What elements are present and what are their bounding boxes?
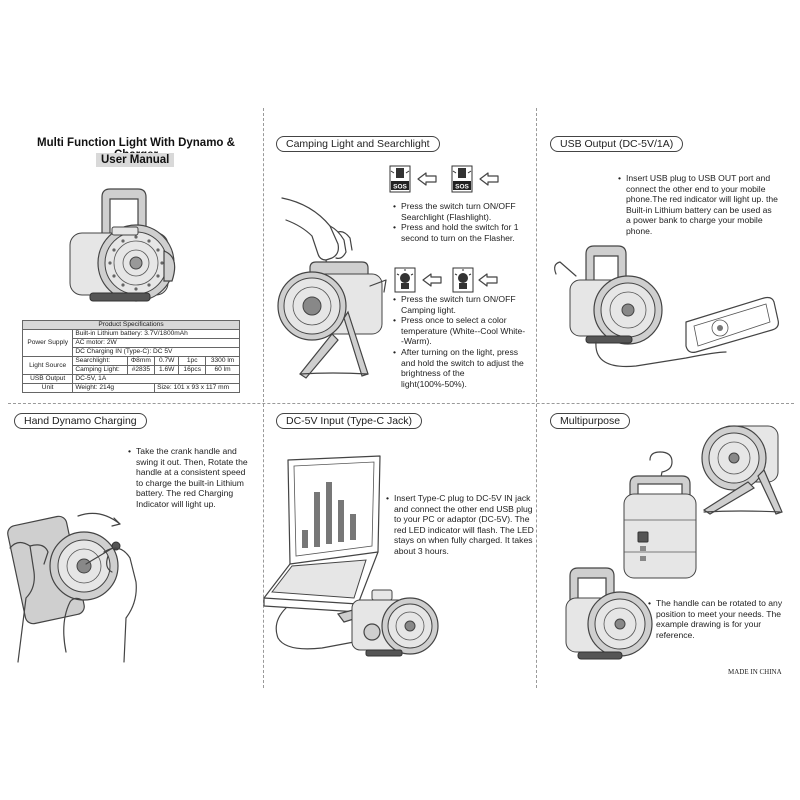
spec-usb-value: DC-5V, 1A	[72, 374, 240, 384]
spec-camp-lm: 60 lm	[205, 365, 240, 375]
usb-charging-phone-illustration	[554, 245, 779, 368]
lantern-on-stand-illustration	[701, 425, 783, 515]
spec-search-label: Searchlight:	[72, 356, 128, 366]
dynamo-step: Take the crank handle and swing it out. …	[128, 446, 250, 510]
spec-search-pcs: 1pc	[178, 356, 207, 366]
spec-search-lm: 3300 lm	[205, 356, 240, 366]
dc-input-section-label: DC-5V Input (Type-C Jack)	[276, 413, 423, 429]
dc-input-step: Insert Type-C plug to DC-5V IN jack and …	[386, 493, 534, 557]
lantern-rotated-handle-illustration	[565, 567, 653, 660]
spec-weight: Weight: 214g	[72, 383, 156, 393]
spec-search-power: 0.7W	[154, 356, 180, 366]
spec-camp-pcs: 16pcs	[178, 365, 207, 375]
camping-instructions: Press the switch turn ON/OFF Camping lig…	[393, 294, 528, 389]
manual-subtitle: User Manual	[96, 153, 175, 167]
divider-vertical-left	[263, 108, 264, 688]
spec-camp-size: #2835	[126, 365, 156, 375]
camping-mode-icons	[394, 267, 498, 293]
spec-table-title: Product Specifications	[22, 320, 240, 330]
svg-text:SOS: SOS	[455, 184, 469, 191]
spec-power-dc: DC Charging IN (Type-C): DC 5V	[72, 347, 240, 357]
spec-search-size: Φ8mm	[126, 356, 156, 366]
spec-camp-label: Camping Light:	[72, 365, 128, 375]
sos-mode-icons: SOS SOS	[389, 165, 499, 193]
usb-step: Insert USB plug to USB OUT port and conn…	[618, 173, 778, 237]
searchlight-step: Press and hold the switch for 1 second t…	[393, 222, 531, 243]
dc-input-instructions: Insert Type-C plug to DC-5V IN jack and …	[386, 493, 534, 557]
svg-text:SOS: SOS	[393, 184, 407, 191]
searchlight-instructions: Press the switch turn ON/OFF Searchlight…	[393, 201, 531, 243]
lantern-hanging-illustration	[623, 451, 697, 579]
spec-label-unit: Unit	[21, 383, 74, 393]
hands-cranking-dynamo-illustration	[7, 512, 137, 663]
dynamo-instructions: Take the crank handle and swing it out. …	[128, 446, 250, 510]
spec-camp-power: 1.6W	[154, 365, 180, 375]
multipurpose-section-label: Multipurpose	[550, 413, 631, 429]
spec-size: Size: 101 x 93 x 117 mm	[154, 383, 240, 393]
multipurpose-step: The handle can be rotated to any positio…	[648, 598, 790, 640]
multipurpose-instructions: The handle can be rotated to any positio…	[648, 598, 790, 640]
searchlight-step: Press the switch turn ON/OFF Searchlight…	[393, 201, 531, 222]
dynamo-section-label: Hand Dynamo Charging	[14, 413, 147, 429]
spec-label-usb: USB Output	[21, 374, 74, 384]
divider-vertical-right	[536, 108, 537, 688]
spec-table: Product Specifications Power Supply Buil…	[21, 320, 240, 393]
camping-section-label: Camping Light and Searchlight	[276, 136, 440, 152]
camping-step: After turning on the light, press and ho…	[393, 347, 528, 389]
lantern-product-illustration	[69, 188, 176, 302]
made-in-label: MADE IN CHINA	[728, 668, 782, 676]
usb-instructions: Insert USB plug to USB OUT port and conn…	[618, 173, 778, 237]
hand-pressing-switch-illustration	[277, 197, 387, 379]
spec-power-battery: Built-in Lithium battery: 3.7V/1800mAh	[72, 329, 240, 339]
divider-horizontal	[8, 403, 794, 404]
lantern-charging-illustration	[336, 589, 439, 657]
camping-step: Press the switch turn ON/OFF Camping lig…	[393, 294, 528, 315]
camping-step: Press once to select a color temperature…	[393, 315, 528, 347]
spec-power-motor: AC motor: 2W	[72, 338, 240, 348]
usb-section-label: USB Output (DC-5V/1A)	[550, 136, 684, 152]
laptop-charging-illustration	[263, 455, 381, 650]
spec-label-light: Light Source	[21, 356, 74, 375]
spec-label-power: Power Supply	[21, 329, 74, 357]
